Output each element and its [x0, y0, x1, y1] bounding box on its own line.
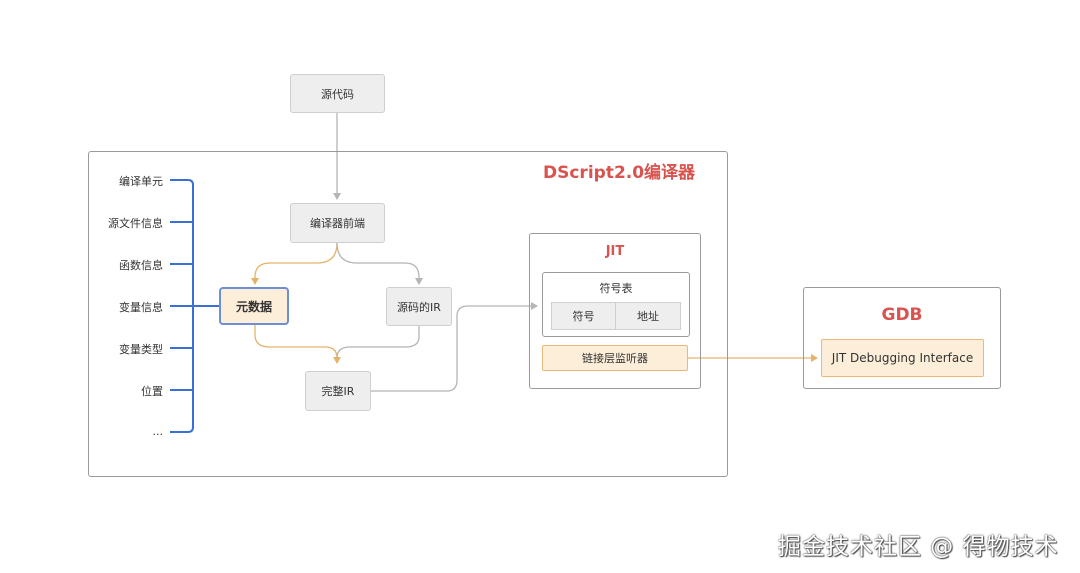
compiler-title: DScript2.0编译器 [543, 163, 696, 183]
arrow-source-ir-to-complete-ir [336, 326, 420, 359]
metadata-item: 变量信息 [119, 301, 163, 314]
metadata-item: 位置 [141, 385, 163, 398]
compiler-frontend-node: 编译器前端 [290, 203, 385, 243]
compiler-frame [88, 151, 728, 477]
metadata-node: 元数据 [219, 287, 289, 325]
metadata-item: 变量类型 [119, 343, 163, 356]
jit-title: JIT [605, 244, 625, 259]
jit-frame [529, 233, 701, 389]
watermark: 掘金技术社区 @ 得物技术 [778, 534, 1059, 560]
jit-debugging-interface-node: JIT Debugging Interface [821, 339, 984, 377]
arrow-complete-ir-to-jit [371, 302, 538, 392]
address-column: 地址 [615, 302, 681, 330]
symbol-column: 符号 [551, 302, 616, 330]
complete-ir-node: 完整IR [305, 371, 371, 411]
metadata-item: 编译单元 [119, 175, 163, 188]
arrow-metadata-to-complete-ir [254, 325, 341, 364]
metadata-item: 函数信息 [119, 259, 163, 272]
source-code-node: 源代码 [290, 74, 385, 113]
gdb-frame [803, 287, 1001, 389]
metadata-item: 源文件信息 [108, 217, 163, 230]
gdb-title: GDB [881, 305, 923, 325]
arrow-frontend-to-source-ir [336, 242, 423, 285]
symbol-table-title: 符号表 [599, 282, 633, 295]
linker-listener-node: 链接层监听器 [542, 345, 688, 371]
source-ir-node: 源码的IR [386, 287, 452, 326]
metadata-item: ... [152, 425, 164, 438]
arrow-frontend-to-metadata [251, 242, 338, 285]
